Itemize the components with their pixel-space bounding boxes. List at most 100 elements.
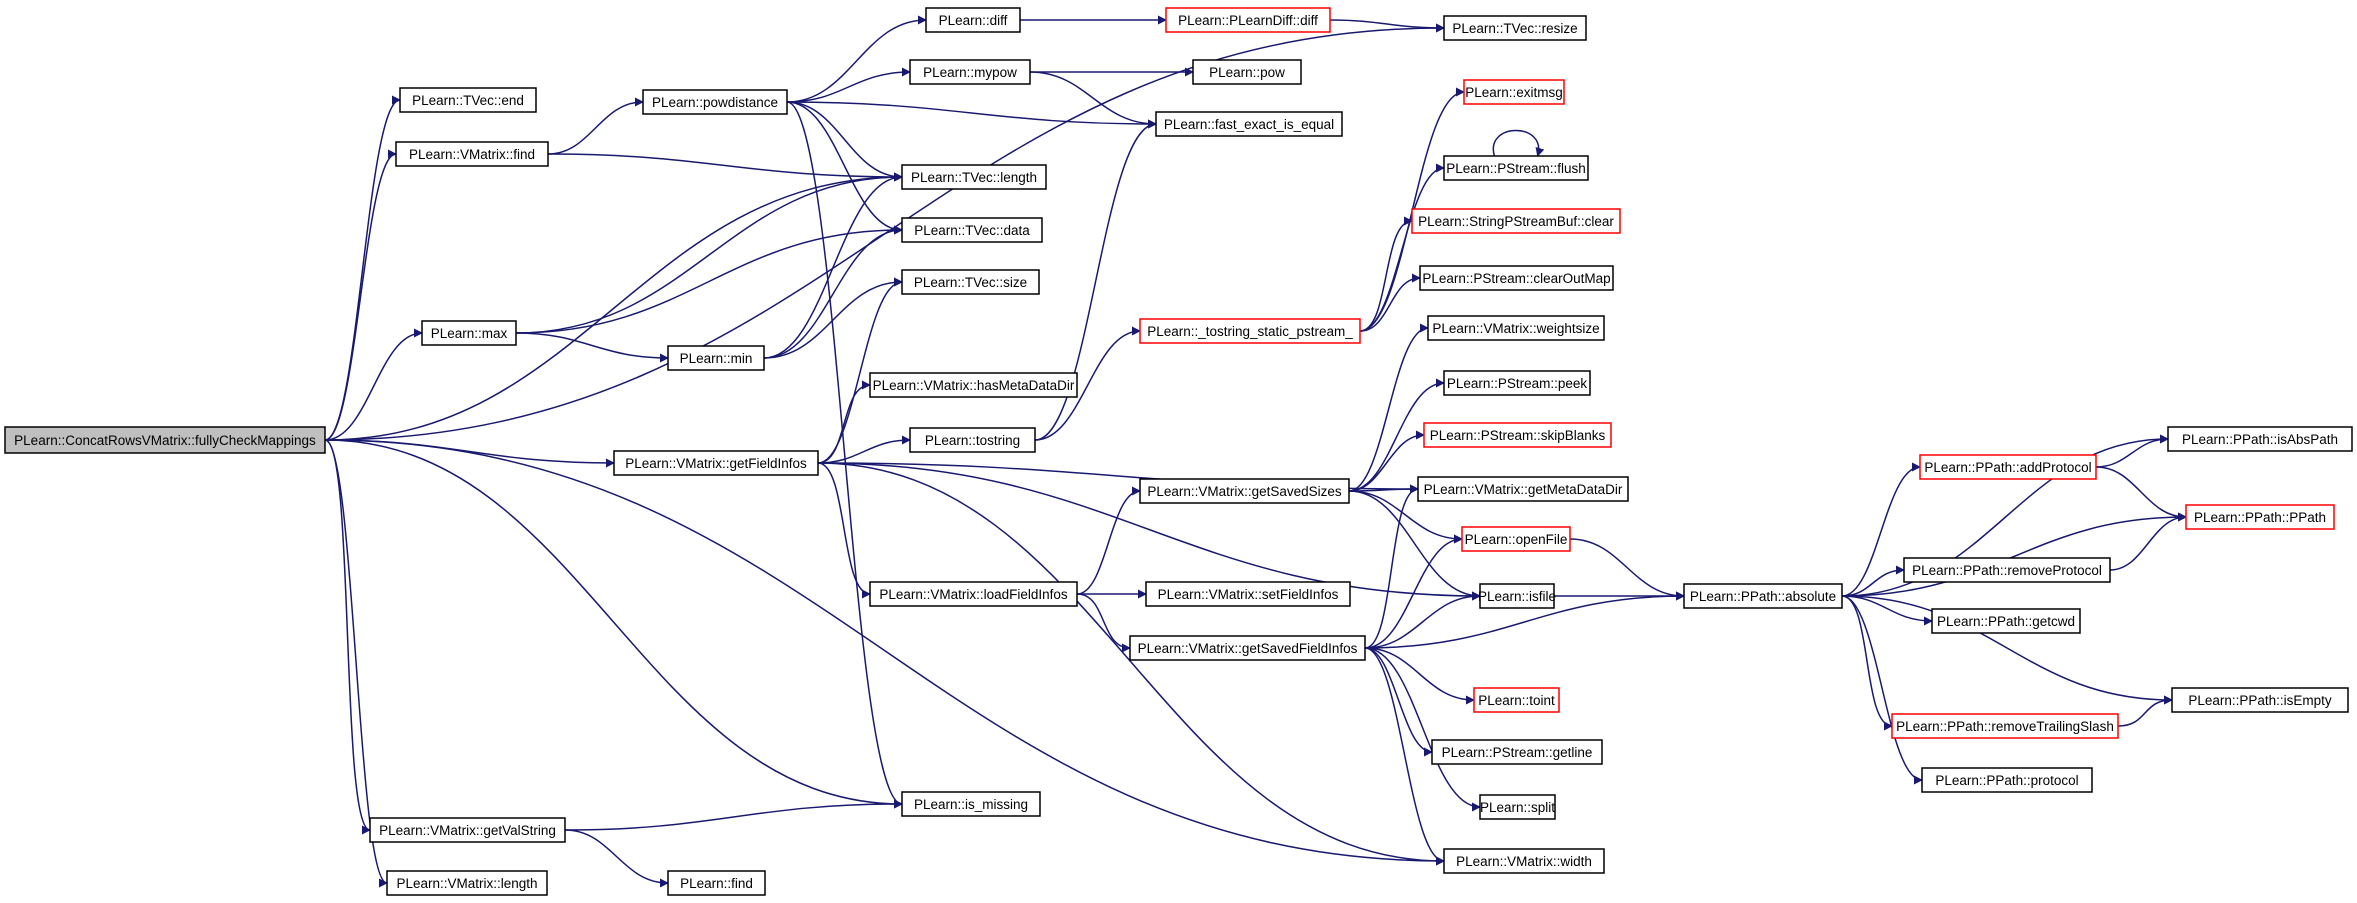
node-tvec-end[interactable]: PLearn::TVec::end xyxy=(399,87,537,113)
edge-tostring-static-to-clear-out-map xyxy=(1359,273,1421,332)
node-get-val-string[interactable]: PLearn::VMatrix::getValString xyxy=(369,817,566,843)
node-plearndiff[interactable]: PLearn::PLearnDiff::diff xyxy=(1165,7,1331,33)
node-tvec-length[interactable]: PLearn::TVec::length xyxy=(901,164,1047,190)
node-get-saved-sizes[interactable]: PLearn::VMatrix::getSavedSizes xyxy=(1139,478,1350,504)
node-box xyxy=(667,345,765,371)
edge-get-field-infos-to-isfile xyxy=(817,462,1481,601)
node-isfile[interactable]: PLearn::isfile xyxy=(1478,583,1556,609)
node-label: PLearn::TVec::resize xyxy=(1452,21,1577,36)
node-box xyxy=(667,870,766,896)
edge-absolute-to-remove-protocol xyxy=(1841,565,1905,597)
edge-mypow-to-fast-exact xyxy=(1029,71,1157,129)
node-has-meta-data-dir[interactable]: PLearn::VMatrix::hasMetaDataDir xyxy=(869,372,1078,398)
node-max[interactable]: PLearn::max xyxy=(421,320,517,346)
node-skip-blanks[interactable]: PLearn::PStream::skipBlanks xyxy=(1423,422,1612,448)
node-vm-width[interactable]: PLearn::VMatrix::width xyxy=(1443,848,1605,874)
node-label: PLearn::PPath::removeProtocol xyxy=(1912,563,2102,578)
node-root[interactable]: PLearn::ConcatRowsVMatrix::fullyCheckMap… xyxy=(4,426,326,454)
node-tvec-size[interactable]: PLearn::TVec::size xyxy=(901,269,1040,295)
node-is-abs-path[interactable]: PLearn::PPath::isAbsPath xyxy=(2167,426,2353,452)
node-pow[interactable]: PLearn::pow xyxy=(1192,59,1302,85)
edge-get-saved-field-infos-to-get-meta-data-dir xyxy=(1364,484,1419,649)
node-label: PLearn::VMatrix::getSavedSizes xyxy=(1147,484,1342,499)
node-label: PLearn::PStream::getline xyxy=(1442,745,1593,760)
node-get-meta-data-dir[interactable]: PLearn::VMatrix::getMetaDataDir xyxy=(1417,476,1629,502)
node-label: PLearn::PPath::getcwd xyxy=(1937,614,2075,629)
node-ppath[interactable]: PLearn::PPath::PPath xyxy=(2185,504,2335,530)
edge-add-protocol-to-ppath xyxy=(2095,466,2187,522)
node-vm-length[interactable]: PLearn::VMatrix::length xyxy=(386,870,548,896)
node-box xyxy=(1443,155,1589,181)
edge-get-saved-field-infos-to-toint xyxy=(1364,647,1475,705)
node-tvec-resize[interactable]: PLearn::TVec::resize xyxy=(1443,15,1587,41)
node-protocol[interactable]: PLearn::PPath::protocol xyxy=(1921,767,2093,793)
edge-powdistance-to-diff xyxy=(786,15,927,103)
node-add-protocol[interactable]: PLearn::PPath::addProtocol xyxy=(1919,454,2097,480)
node-find[interactable]: PLearn::find xyxy=(667,870,766,896)
node-min[interactable]: PLearn::min xyxy=(667,345,765,371)
node-label: PLearn::tostring xyxy=(925,433,1020,448)
node-tostring-static[interactable]: PLearn::_tostring_static_pstream_ xyxy=(1139,318,1361,344)
edge-get-val-string-to-find xyxy=(564,829,669,888)
node-label: PLearn::ConcatRowsVMatrix::fullyCheckMap… xyxy=(14,433,316,448)
node-tostring[interactable]: PLearn::tostring xyxy=(909,427,1036,453)
node-weightsize[interactable]: PLearn::VMatrix::weightsize xyxy=(1427,315,1605,341)
edge-get-saved-sizes-to-isfile xyxy=(1348,490,1481,601)
node-toint[interactable]: PLearn::toint xyxy=(1473,687,1560,713)
node-set-field-infos[interactable]: PLearn::VMatrix::setFieldInfos xyxy=(1145,581,1351,607)
node-label: PLearn::powdistance xyxy=(652,95,778,110)
node-is-empty[interactable]: PLearn::PPath::isEmpty xyxy=(2171,687,2349,713)
node-label: PLearn::VMatrix::weightsize xyxy=(1432,321,1599,336)
node-flush[interactable]: PLearn::PStream::flush xyxy=(1443,155,1589,181)
node-getline[interactable]: PLearn::PStream::getline xyxy=(1431,739,1603,765)
node-peek[interactable]: PLearn::PStream::peek xyxy=(1443,370,1591,396)
edge-remove-trailing-slash-to-is-empty xyxy=(2117,695,2173,727)
edge-max-to-tvec-data xyxy=(515,225,903,334)
edge-absolute-to-is-empty xyxy=(1841,595,2173,705)
edge-get-saved-sizes-to-open-file xyxy=(1348,490,1463,544)
node-label: PLearn::is_missing xyxy=(914,797,1028,812)
node-absolute[interactable]: PLearn::PPath::absolute xyxy=(1683,583,1843,609)
node-powdistance[interactable]: PLearn::powdistance xyxy=(642,89,788,115)
node-box xyxy=(1139,318,1361,344)
edge-add-protocol-to-is-abs-path xyxy=(2095,434,2169,468)
node-clear-out-map[interactable]: PLearn::PStream::clearOutMap xyxy=(1419,265,1614,291)
node-box xyxy=(399,87,537,113)
node-remove-trailing-slash[interactable]: PLearn::PPath::removeTrailingSlash xyxy=(1891,713,2119,739)
node-exitmsg[interactable]: PLearn::exitmsg xyxy=(1463,79,1565,105)
node-box xyxy=(1192,59,1302,85)
node-remove-protocol[interactable]: PLearn::PPath::removeProtocol xyxy=(1903,557,2111,583)
node-box xyxy=(1155,111,1343,137)
node-get-field-infos[interactable]: PLearn::VMatrix::getFieldInfos xyxy=(613,450,819,476)
node-vm-find[interactable]: PLearn::VMatrix::find xyxy=(395,141,549,167)
node-label: PLearn::VMatrix::hasMetaDataDir xyxy=(873,378,1075,393)
node-box xyxy=(1145,581,1351,607)
node-tvec-data[interactable]: PLearn::TVec::data xyxy=(901,217,1043,243)
node-label: PLearn::openFile xyxy=(1465,532,1568,547)
node-box xyxy=(421,320,517,346)
node-label: PLearn::_tostring_static_pstream_ xyxy=(1147,324,1353,339)
node-box xyxy=(2171,687,2349,713)
node-load-field-infos[interactable]: PLearn::VMatrix::loadFieldInfos xyxy=(869,581,1078,607)
node-split[interactable]: PLearn::split xyxy=(1479,794,1556,820)
node-box xyxy=(2167,426,2353,452)
node-box xyxy=(901,217,1043,243)
node-getcwd[interactable]: PLearn::PPath::getcwd xyxy=(1931,608,2081,634)
node-fast-exact[interactable]: PLearn::fast_exact_is_equal xyxy=(1155,111,1343,137)
node-sp-clear[interactable]: PLearn::StringPStreamBuf::clear xyxy=(1411,208,1621,234)
node-box xyxy=(901,269,1040,295)
node-label: PLearn::PStream::clearOutMap xyxy=(1422,271,1610,286)
node-diff[interactable]: PLearn::diff xyxy=(925,7,1021,33)
edge-root-to-vm-length xyxy=(324,439,388,888)
node-mypow[interactable]: PLearn::mypow xyxy=(909,59,1031,85)
node-label: PLearn::StringPStreamBuf::clear xyxy=(1418,214,1614,229)
node-label: PLearn::PPath::addProtocol xyxy=(1924,460,2091,475)
edge-tostring-to-tostring-static xyxy=(1034,326,1141,441)
node-open-file[interactable]: PLearn::openFile xyxy=(1461,526,1571,552)
node-box xyxy=(1463,79,1565,105)
node-box xyxy=(1443,15,1587,41)
edge-open-file-to-absolute xyxy=(1569,538,1685,601)
node-get-saved-field-infos[interactable]: PLearn::VMatrix::getSavedFieldInfos xyxy=(1129,635,1366,661)
node-is-missing[interactable]: PLearn::is_missing xyxy=(901,791,1041,817)
node-label: PLearn::VMatrix::getFieldInfos xyxy=(625,456,807,471)
